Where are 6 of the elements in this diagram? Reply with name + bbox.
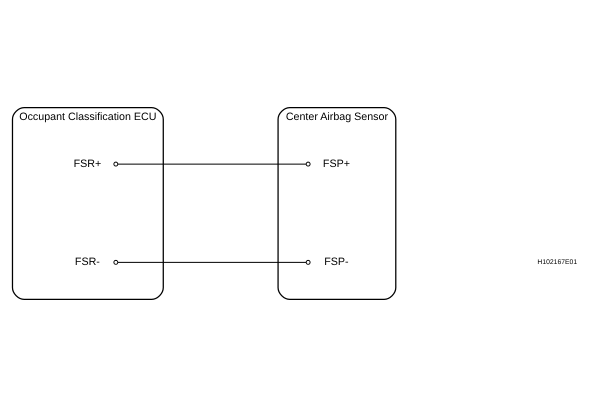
node-text: FSP+ [322,157,350,170]
connector [113,259,311,264]
node-text: FSR- [74,256,100,268]
node-text: FSP- [324,256,349,268]
node-text: FSR+ [74,157,102,170]
connector [113,161,311,166]
